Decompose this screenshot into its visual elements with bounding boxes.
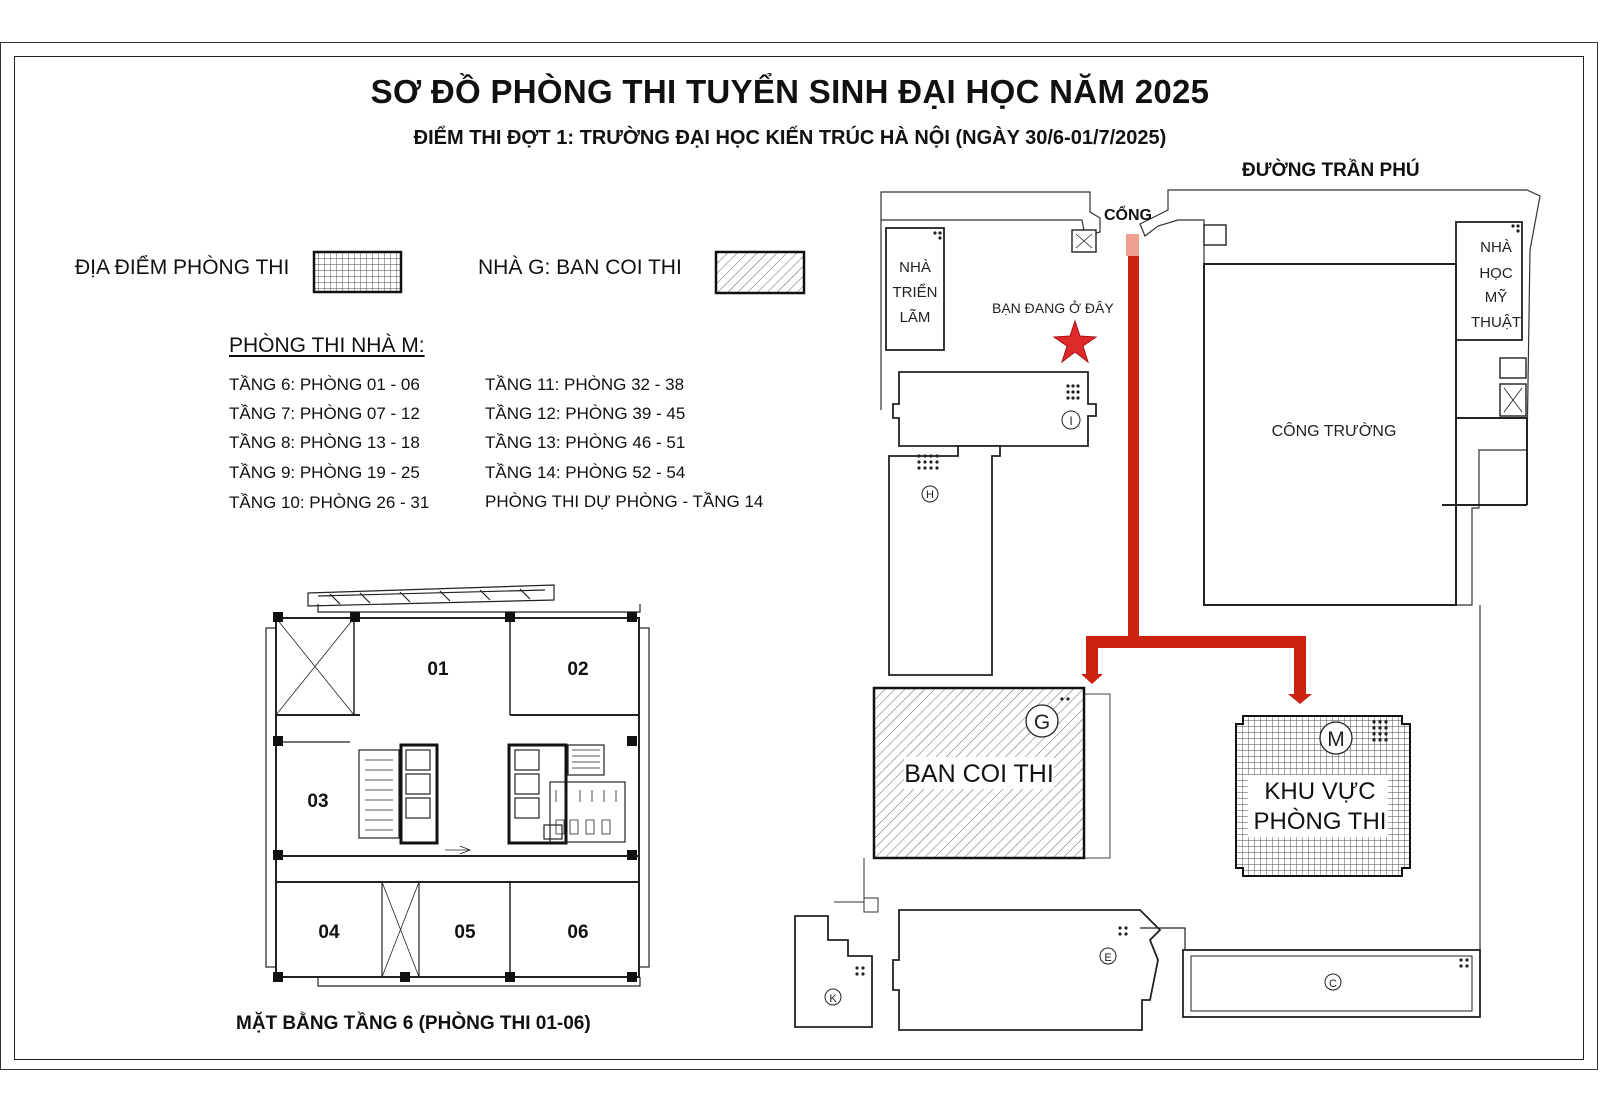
street-name: ĐƯỜNG TRẦN PHÚ — [1242, 159, 1420, 181]
room-list-item: TẦNG 8: PHÒNG 13 - 18 — [229, 433, 420, 452]
room-number: 03 — [307, 791, 328, 812]
room-list-item: TẦNG 13: PHÒNG 46 - 51 — [485, 433, 686, 452]
building-c-letter: C — [1329, 978, 1337, 990]
inner-frame — [14, 56, 1584, 1060]
legend-exam-location-label: ĐỊA ĐIỂM PHÒNG THI — [75, 256, 290, 279]
outer-frame — [0, 42, 1598, 1070]
you-are-here-label: BẠN ĐANG Ở ĐÂY — [992, 299, 1114, 316]
room-list-item: TẦNG 9: PHÒNG 19 - 25 — [229, 463, 420, 482]
room-list-item: TẦNG 14: PHÒNG 52 - 54 — [485, 463, 686, 482]
construction-label: CÔNG TRƯỜNG — [1272, 421, 1397, 440]
building-exhibition — [885, 227, 945, 351]
building-h-letter: H — [926, 489, 934, 501]
gate-label: CỔNG — [1104, 205, 1152, 224]
stair-markers — [855, 224, 1520, 976]
floor-plan-caption: MẶT BẰNG TẦNG 6 (PHÒNG THI 01-06) — [236, 1013, 591, 1034]
room-list-item: TẦNG 11: PHÒNG 32 - 38 — [485, 375, 685, 394]
building-g-letter: G — [1034, 711, 1050, 734]
exhibition-label: NHÀ — [899, 259, 931, 276]
route-arrow-head-g — [1081, 674, 1103, 684]
legend-hatch-swatch — [714, 250, 806, 295]
room-number: 06 — [567, 922, 588, 943]
floor-plan-6 — [265, 584, 650, 987]
guard-box — [1203, 224, 1227, 246]
building-e-letter: E — [1104, 952, 1111, 964]
exhibition-label: TRIỂN — [893, 283, 938, 301]
room-list-heading: PHÒNG THI NHÀ M: — [229, 334, 425, 357]
legend-supervisor-label: NHÀ G: BAN COI THI — [478, 256, 682, 279]
room-number: 01 — [427, 659, 449, 680]
room-list-item: PHÒNG THI DỰ PHÒNG - TẦNG 14 — [485, 492, 764, 511]
room-list-item: TẦNG 10: PHÒNG 26 - 31 — [229, 493, 430, 512]
construction-site — [1203, 263, 1457, 606]
floor-plan-columns — [273, 612, 637, 982]
building-h — [888, 445, 1001, 676]
building-k — [794, 915, 873, 1028]
building-e — [892, 909, 1162, 1031]
page-title: SƠ ĐỒ PHÒNG THI TUYỂN SINH ĐẠI HỌC NĂM 2… — [370, 73, 1210, 110]
room-list-item: TẦNG 6: PHÒNG 01 - 06 — [229, 375, 420, 394]
room-number: 04 — [318, 922, 340, 943]
you-are-here-star — [1052, 319, 1098, 364]
room-number: 02 — [567, 659, 588, 680]
route-arrow-head-m — [1288, 694, 1312, 704]
room-list-item: TẦNG 12: PHÒNG 39 - 45 — [485, 404, 686, 423]
fine-arts-label: HỌC — [1479, 265, 1513, 282]
legend-grid-swatch — [312, 250, 403, 294]
room-number: 05 — [454, 922, 476, 943]
fine-arts-label: MỸ — [1485, 289, 1508, 306]
building-k-letter: K — [829, 993, 837, 1005]
building-g-label: BAN COI THI — [904, 760, 1054, 788]
page-subtitle: ĐIỂM THI ĐỢT 1: TRƯỜNG ĐẠI HỌC KIẾN TRÚC… — [413, 127, 1167, 149]
fine-arts-label: NHÀ — [1480, 239, 1512, 256]
building-fine-arts — [1455, 221, 1523, 341]
building-i — [892, 371, 1097, 447]
fine-arts-label: THUẬT — [1471, 314, 1521, 331]
exhibition-label: LÃM — [900, 309, 931, 326]
building-m-label: PHÒNG THI — [1254, 808, 1387, 835]
floor-plan-room-numbers: 01 02 03 04 05 06 — [307, 659, 588, 943]
building-m-letter: M — [1327, 728, 1345, 751]
room-list-item: TẦNG 7: PHÒNG 07 - 12 — [229, 404, 420, 423]
building-m-label: KHU VỰC — [1264, 778, 1375, 805]
site-boundary — [880, 189, 1541, 953]
route-to-exam — [1081, 234, 1312, 704]
building-i-letter: I — [1069, 414, 1072, 428]
